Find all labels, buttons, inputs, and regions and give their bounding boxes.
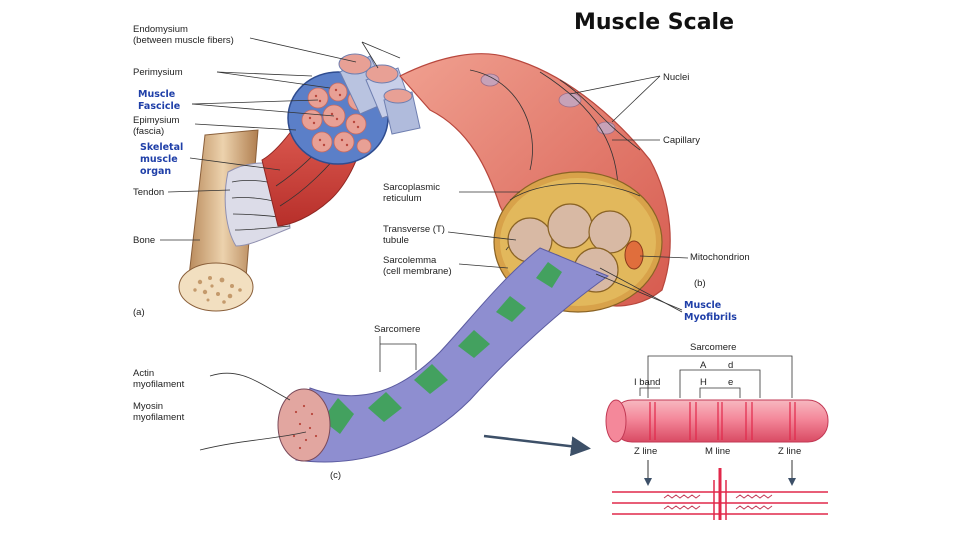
- fascicle-bundles: [338, 53, 421, 135]
- label-tendon: Tendon: [133, 187, 164, 198]
- label-sarcomere-detail: Sarcomere: [690, 342, 736, 353]
- label-sr-1: Sarcoplasmic: [383, 182, 440, 193]
- label-panel-b: (b): [694, 278, 706, 289]
- label-skeletal-2: muscle: [140, 154, 178, 165]
- diagram-title: Muscle Scale: [574, 10, 734, 35]
- label-sr-2: reticulum: [383, 193, 422, 204]
- label-d: d: [728, 360, 733, 371]
- label-skeletal-3: organ: [140, 166, 171, 177]
- label-sarcomere-c: Sarcomere: [374, 324, 420, 335]
- label-mitochondrion: Mitochondrion: [690, 252, 750, 263]
- label-a-band: A: [700, 360, 707, 371]
- label-perimysium: Perimysium: [133, 67, 183, 78]
- label-myosin-1: Myosin: [133, 401, 163, 412]
- labels: Endomysium (between muscle fibers) Perim…: [133, 24, 801, 481]
- label-nuclei: Nuclei: [663, 72, 689, 83]
- label-endomysium: Endomysium: [133, 24, 188, 35]
- label-sarcolemma-1: Sarcolemma: [383, 255, 437, 266]
- label-panel-a: (a): [133, 307, 145, 318]
- label-epimysium: Epimysium: [133, 115, 180, 126]
- sarcomere-detail: [605, 355, 829, 520]
- label-bone: Bone: [133, 235, 155, 246]
- label-m-line: M line: [705, 446, 730, 457]
- zoom-arrow: [483, 434, 591, 457]
- label-h: H: [700, 377, 707, 388]
- label-e: e: [728, 377, 733, 388]
- label-capillary: Capillary: [663, 135, 700, 146]
- label-sarcolemma-2: (cell membrane): [383, 266, 452, 277]
- myofibril-illustration: [199, 247, 610, 463]
- label-z-line-left: Z line: [634, 446, 657, 457]
- label-tt-2: tubule: [383, 235, 409, 246]
- label-panel-c: (c): [330, 470, 341, 481]
- label-tt-1: Transverse (T): [383, 224, 445, 235]
- label-skeletal-1: Skeletal: [140, 142, 183, 153]
- label-i-band: I band: [634, 377, 660, 388]
- label-z-line-right: Z line: [778, 446, 801, 457]
- label-actin-1: Actin: [133, 368, 154, 379]
- label-muscle-fascicle-1: Muscle: [138, 89, 175, 100]
- label-endomysium-note: (between muscle fibers): [133, 35, 234, 46]
- label-myofibrils-1: Muscle: [684, 300, 721, 311]
- label-myofibrils-2: Myofibrils: [684, 312, 737, 323]
- label-actin-2: myofilament: [133, 379, 185, 390]
- label-epimysium-note: (fascia): [133, 126, 164, 137]
- label-myosin-2: myofilament: [133, 412, 185, 423]
- leader-lines: [160, 37, 689, 372]
- label-muscle-fascicle-2: Fascicle: [138, 101, 180, 112]
